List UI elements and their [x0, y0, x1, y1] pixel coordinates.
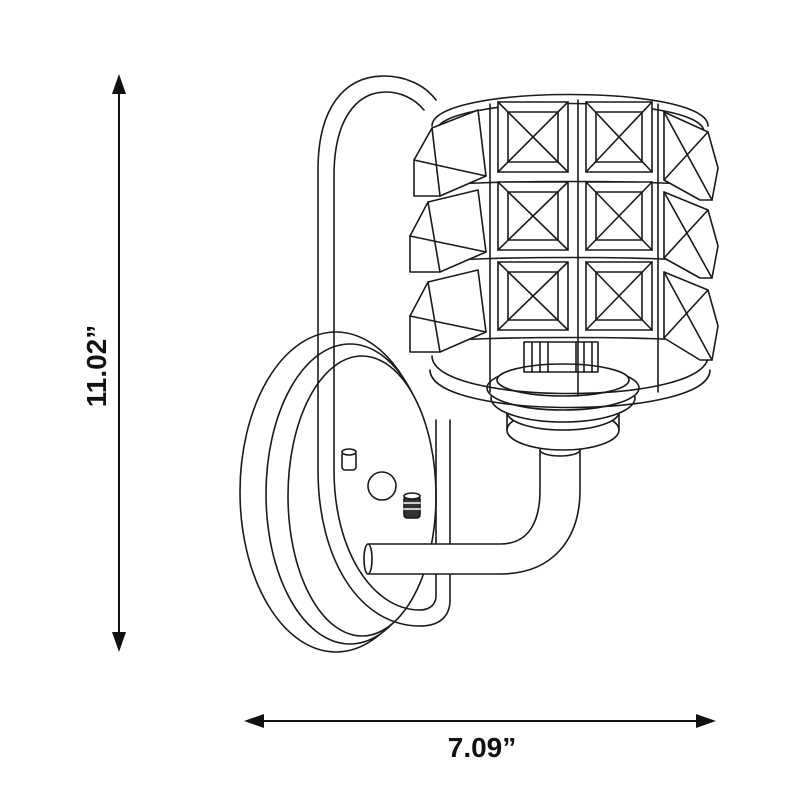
crystal-tile	[585, 101, 653, 173]
width-arrow-right	[696, 714, 716, 728]
crystal-tile-side-left	[409, 269, 487, 353]
height-arrow-bottom	[112, 632, 126, 652]
lamp-illustration	[239, 75, 719, 653]
height-arrow-top	[112, 74, 126, 94]
width-dimension	[244, 714, 716, 728]
crystal-tile	[497, 261, 569, 331]
crystal-tile	[497, 181, 569, 251]
support-arm	[363, 443, 581, 575]
mounting-screw-bottom	[403, 492, 421, 519]
mounting-screw-top	[341, 448, 357, 471]
crystal-tile	[585, 181, 653, 251]
crystal-tile-side-right	[663, 191, 719, 279]
loop-arm	[317, 75, 451, 627]
width-arrow-left	[244, 714, 264, 728]
height-label: 11.02”	[81, 325, 112, 408]
socket-cup	[486, 363, 640, 451]
crystal-tile-side-right	[663, 111, 719, 201]
crystal-tile	[497, 101, 569, 173]
backplate-knob	[367, 471, 397, 501]
height-dimension	[112, 74, 126, 652]
width-label: 7.09”	[448, 732, 517, 763]
wall-backplate	[239, 331, 437, 653]
crystal-tile-side-right	[663, 271, 719, 361]
crystal-tile	[585, 261, 653, 331]
crystal-tiles	[409, 101, 719, 361]
bulb-socket-threads	[523, 341, 599, 373]
crystal-shade	[409, 93, 719, 409]
crystal-tile-side-left	[413, 109, 487, 197]
crystal-tile-side-left	[409, 189, 487, 273]
